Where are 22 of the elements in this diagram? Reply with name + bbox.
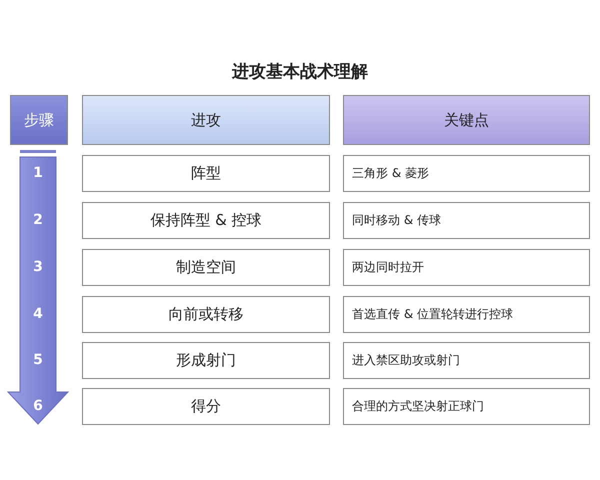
key-point-cell: 合理的方式坚决射正球门	[343, 388, 590, 425]
tactic-cell: 向前或转移	[82, 296, 330, 333]
step-number: 5	[32, 352, 44, 368]
key-point-cell: 进入禁区助攻或射门	[343, 342, 590, 379]
key-point-cell: 首选直传 & 位置轮转进行控球	[343, 296, 590, 333]
tactic-cell: 得分	[82, 388, 330, 425]
step-number: 4	[32, 306, 44, 322]
tactic-cell: 阵型	[82, 155, 330, 192]
column-header: 关键点	[343, 95, 590, 145]
key-point-cell: 三角形 & 菱形	[343, 155, 590, 192]
step-number: 3	[32, 259, 44, 275]
column-header: 进攻	[82, 95, 330, 145]
column-header: 步骤	[10, 95, 68, 145]
step-number: 1	[32, 165, 44, 181]
step-number: 6	[32, 398, 44, 414]
step-number: 2	[32, 212, 44, 228]
key-point-cell: 两边同时拉开	[343, 249, 590, 286]
diagram-title: 进攻基本战术理解	[230, 61, 369, 83]
tactic-cell: 制造空间	[82, 249, 330, 286]
tactic-cell: 保持阵型 & 控球	[82, 202, 330, 239]
tactic-cell: 形成射门	[82, 342, 330, 379]
key-point-cell: 同时移动 & 传球	[343, 202, 590, 239]
